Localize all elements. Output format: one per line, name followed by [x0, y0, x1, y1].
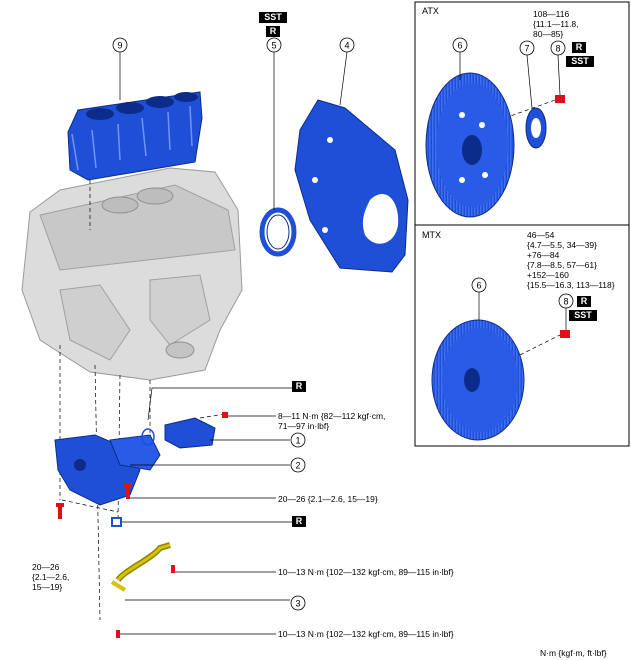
r-tag-pump: R — [292, 381, 306, 392]
callout-7: 7 — [524, 44, 529, 54]
callout-circles — [112, 37, 574, 611]
torque-atx: 108—116 {11.1—11.8, 80—85} — [533, 9, 579, 39]
solid-leaders — [119, 51, 567, 635]
bolt-pump — [222, 412, 228, 418]
flywheel-mtx — [431, 319, 525, 441]
sst-tag-top: SST — [259, 12, 287, 23]
callout-8-atx: 8 — [555, 44, 560, 54]
callout-6-atx: 6 — [457, 41, 462, 51]
torque-pump-lower: 20—26 {2.1—2.6, 15—19} — [278, 494, 378, 504]
torque-left: 20—26 {2.1—2.6, 15—19} — [32, 562, 70, 592]
oil-strainer — [164, 417, 216, 449]
drive-plate-atx — [425, 72, 515, 218]
callout-numbers: 9 5 4 6 7 8 6 8 1 2 3 — [117, 41, 568, 609]
bolt-atx — [555, 95, 565, 103]
backing-plate — [525, 107, 547, 149]
r-tag-atx: R — [572, 42, 586, 53]
r-tag-pipe: R — [292, 516, 306, 527]
o-ring-pump — [141, 428, 155, 446]
rear-plate — [294, 99, 409, 273]
callout-4: 4 — [344, 41, 349, 51]
callout-1: 1 — [295, 436, 300, 446]
callout-6-mtx: 6 — [476, 281, 481, 291]
mtx-box — [414, 224, 630, 447]
cylinder-sleeves — [67, 91, 203, 181]
sst-tag-mtx: SST — [569, 310, 597, 321]
bolt-pipe-upper — [171, 565, 175, 573]
torque-mtx: 46—54 {4.7—5.5, 34—39} +76—84 {7.8—8.5, … — [527, 230, 615, 290]
bolt-pipe-lower — [116, 630, 120, 638]
cylinder-block — [21, 167, 243, 381]
callout-2: 2 — [295, 461, 300, 471]
oil-pipe — [110, 542, 171, 592]
callout-8-mtx: 8 — [563, 297, 568, 307]
r-tag-top: R — [266, 26, 280, 37]
sst-tag-atx: SST — [566, 56, 594, 67]
callout-5: 5 — [271, 41, 276, 51]
atx-title: ATX — [422, 6, 439, 16]
o-ring-pipe — [111, 517, 122, 527]
mtx-title: MTX — [422, 230, 441, 240]
torque-pipe-upper: 10—13 N·m {102—132 kgf·cm, 89—115 in·lbf… — [278, 567, 454, 577]
torque-pipe-lower: 10—13 N·m {102—132 kgf·cm, 89—115 in·lbf… — [278, 629, 454, 639]
bolt-pump-lower — [124, 483, 132, 499]
bolt-left — [56, 503, 64, 519]
bolt-mtx — [560, 330, 570, 338]
callout-3: 3 — [295, 599, 300, 609]
r-tag-mtx: R — [577, 296, 591, 307]
oil-pump — [54, 434, 161, 506]
oil-seal — [259, 207, 297, 257]
callout-9: 9 — [117, 41, 122, 51]
torque-pump-bolt: 8—11 N·m {82—112 kgf·cm, 71—97 in·lbf} — [278, 411, 386, 431]
units-label: N·m {kgf·m, ft·lbf} — [540, 648, 607, 658]
